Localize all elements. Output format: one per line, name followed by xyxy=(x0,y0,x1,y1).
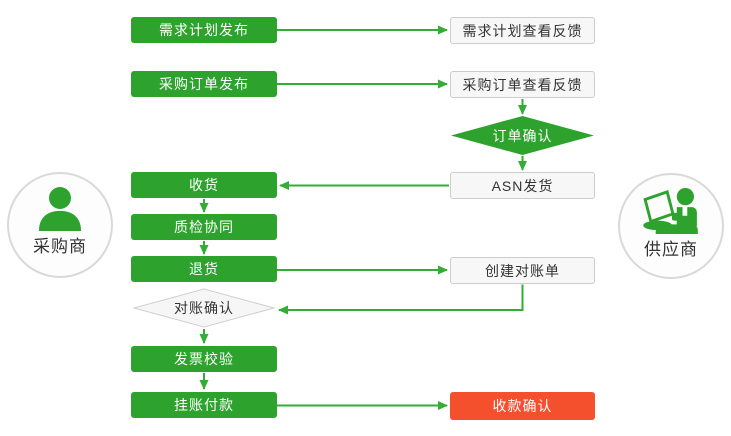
node-purchase-order-feedback: 采购订单查看反馈 xyxy=(450,71,595,98)
node-label: 创建对账单 xyxy=(485,262,560,279)
node-label: 发票校验 xyxy=(174,351,234,367)
node-label: ASN发货 xyxy=(491,177,554,194)
person-icon xyxy=(37,187,83,231)
node-purchase-order-publish: 采购订单发布 xyxy=(131,71,277,97)
node-create-statement: 创建对账单 xyxy=(450,257,595,284)
node-demand-plan-publish: 需求计划发布 xyxy=(131,17,277,43)
flow-arrow xyxy=(278,284,524,315)
node-label: 需求计划发布 xyxy=(159,22,249,38)
node-label: 订单确认 xyxy=(492,127,553,144)
node-label: 收款确认 xyxy=(492,398,553,414)
node-return-goods: 退货 xyxy=(131,256,277,282)
node-label: 质检协同 xyxy=(174,219,234,235)
node-quality-inspection: 质检协同 xyxy=(131,214,277,240)
node-asn-shipment: ASN发货 xyxy=(450,172,595,199)
node-reconciliation-confirm: 对账确认 xyxy=(133,288,275,328)
node-invoice-verification: 发票校验 xyxy=(131,346,277,372)
node-label: 需求计划查看反馈 xyxy=(462,22,583,39)
node-receive-goods: 收货 xyxy=(131,172,277,198)
person-laptop-icon xyxy=(640,188,702,234)
node-label: 采购订单查看反馈 xyxy=(462,76,583,93)
node-label: 采购订单发布 xyxy=(159,76,249,92)
supplier-actor: 供应商 xyxy=(618,173,724,279)
node-demand-plan-feedback: 需求计划查看反馈 xyxy=(450,17,595,44)
node-label: 挂账付款 xyxy=(174,397,234,413)
buyer-actor-label: 采购商 xyxy=(33,237,87,256)
node-label: 对账确认 xyxy=(174,300,234,316)
node-label: 收货 xyxy=(189,177,219,193)
supplier-actor-label: 供应商 xyxy=(644,240,698,259)
node-payment-receipt-confirm: 收款确认 xyxy=(450,392,595,420)
buyer-actor: 采购商 xyxy=(7,172,113,278)
node-payment-on-account: 挂账付款 xyxy=(131,392,277,418)
node-order-confirm: 订单确认 xyxy=(451,116,594,155)
node-label: 退货 xyxy=(189,261,219,277)
